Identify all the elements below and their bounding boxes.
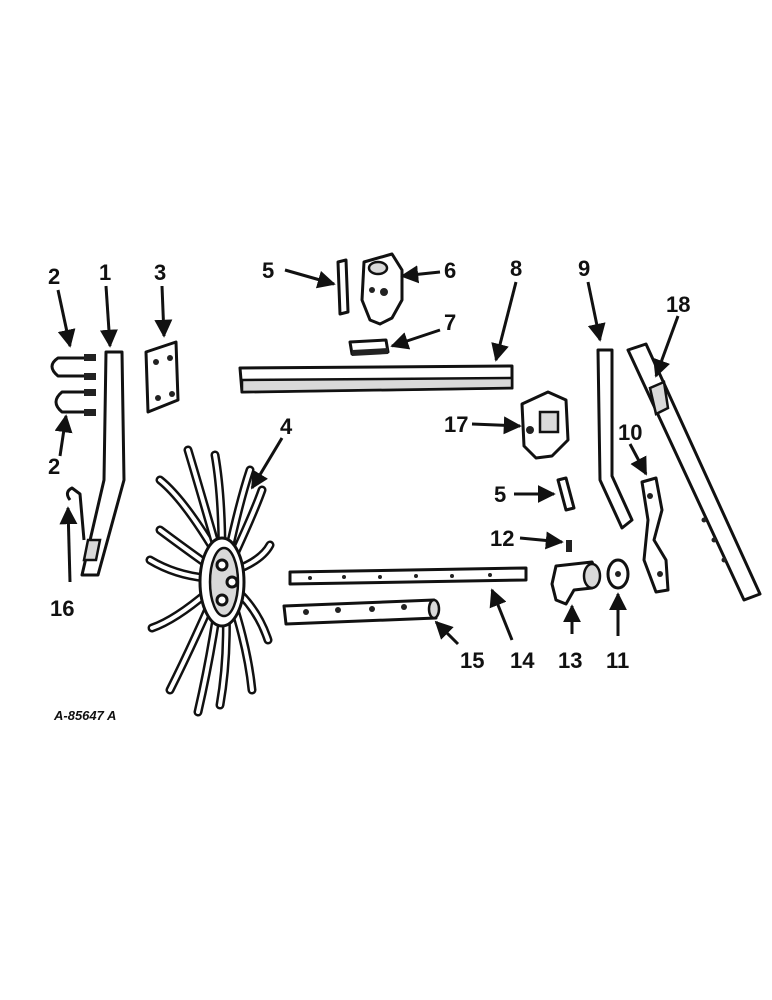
rotary-hoe-wheel-part (145, 445, 275, 717)
shank-part (80, 350, 126, 577)
right-shank-part (596, 348, 634, 530)
pin-part-lower (556, 476, 576, 512)
callout-2-upper: 2 (48, 264, 60, 289)
spacer-tube-part (282, 598, 441, 626)
callout-5-top: 5 (262, 258, 274, 283)
callout-11: 11 (606, 648, 629, 673)
callout-5-lower: 5 (494, 482, 506, 507)
callout-arrows (54, 265, 680, 646)
u-bolt-part (50, 354, 96, 416)
key-block-part (348, 338, 390, 356)
tool-bar-part (238, 364, 514, 394)
bearing-housing-part (360, 252, 404, 326)
callout-2-lower: 2 (48, 454, 60, 479)
callout-18: 18 (666, 292, 690, 317)
callout-12: 12 (490, 526, 514, 551)
callout-1: 1 (99, 260, 111, 285)
callout-14: 14 (510, 648, 535, 673)
bearing-flange-part (550, 560, 602, 606)
callout-labels: 2 1 3 2 16 4 5 6 7 8 9 18 17 10 5 12 14 … (48, 256, 690, 673)
callout-16: 16 (50, 596, 74, 621)
set-screw-part (566, 540, 572, 552)
callout-6: 6 (444, 258, 456, 283)
callout-4: 4 (280, 414, 293, 439)
pin-part-top (336, 258, 350, 316)
drawing-code: A-85647 A (53, 708, 116, 723)
square-shaft-part (626, 342, 762, 602)
bracket-part (640, 476, 670, 594)
callout-3: 3 (154, 260, 166, 285)
callout-9: 9 (578, 256, 590, 281)
callout-10: 10 (618, 420, 642, 445)
callout-7: 7 (444, 310, 456, 335)
washer-part (606, 558, 630, 590)
axle-shaft-part (288, 566, 528, 586)
bearing-housing-part-lower (520, 390, 570, 460)
callout-8: 8 (510, 256, 522, 281)
clamp-plate-part (144, 340, 180, 414)
callout-13: 13 (558, 648, 582, 673)
callout-17: 17 (444, 412, 468, 437)
callout-15: 15 (460, 648, 484, 673)
